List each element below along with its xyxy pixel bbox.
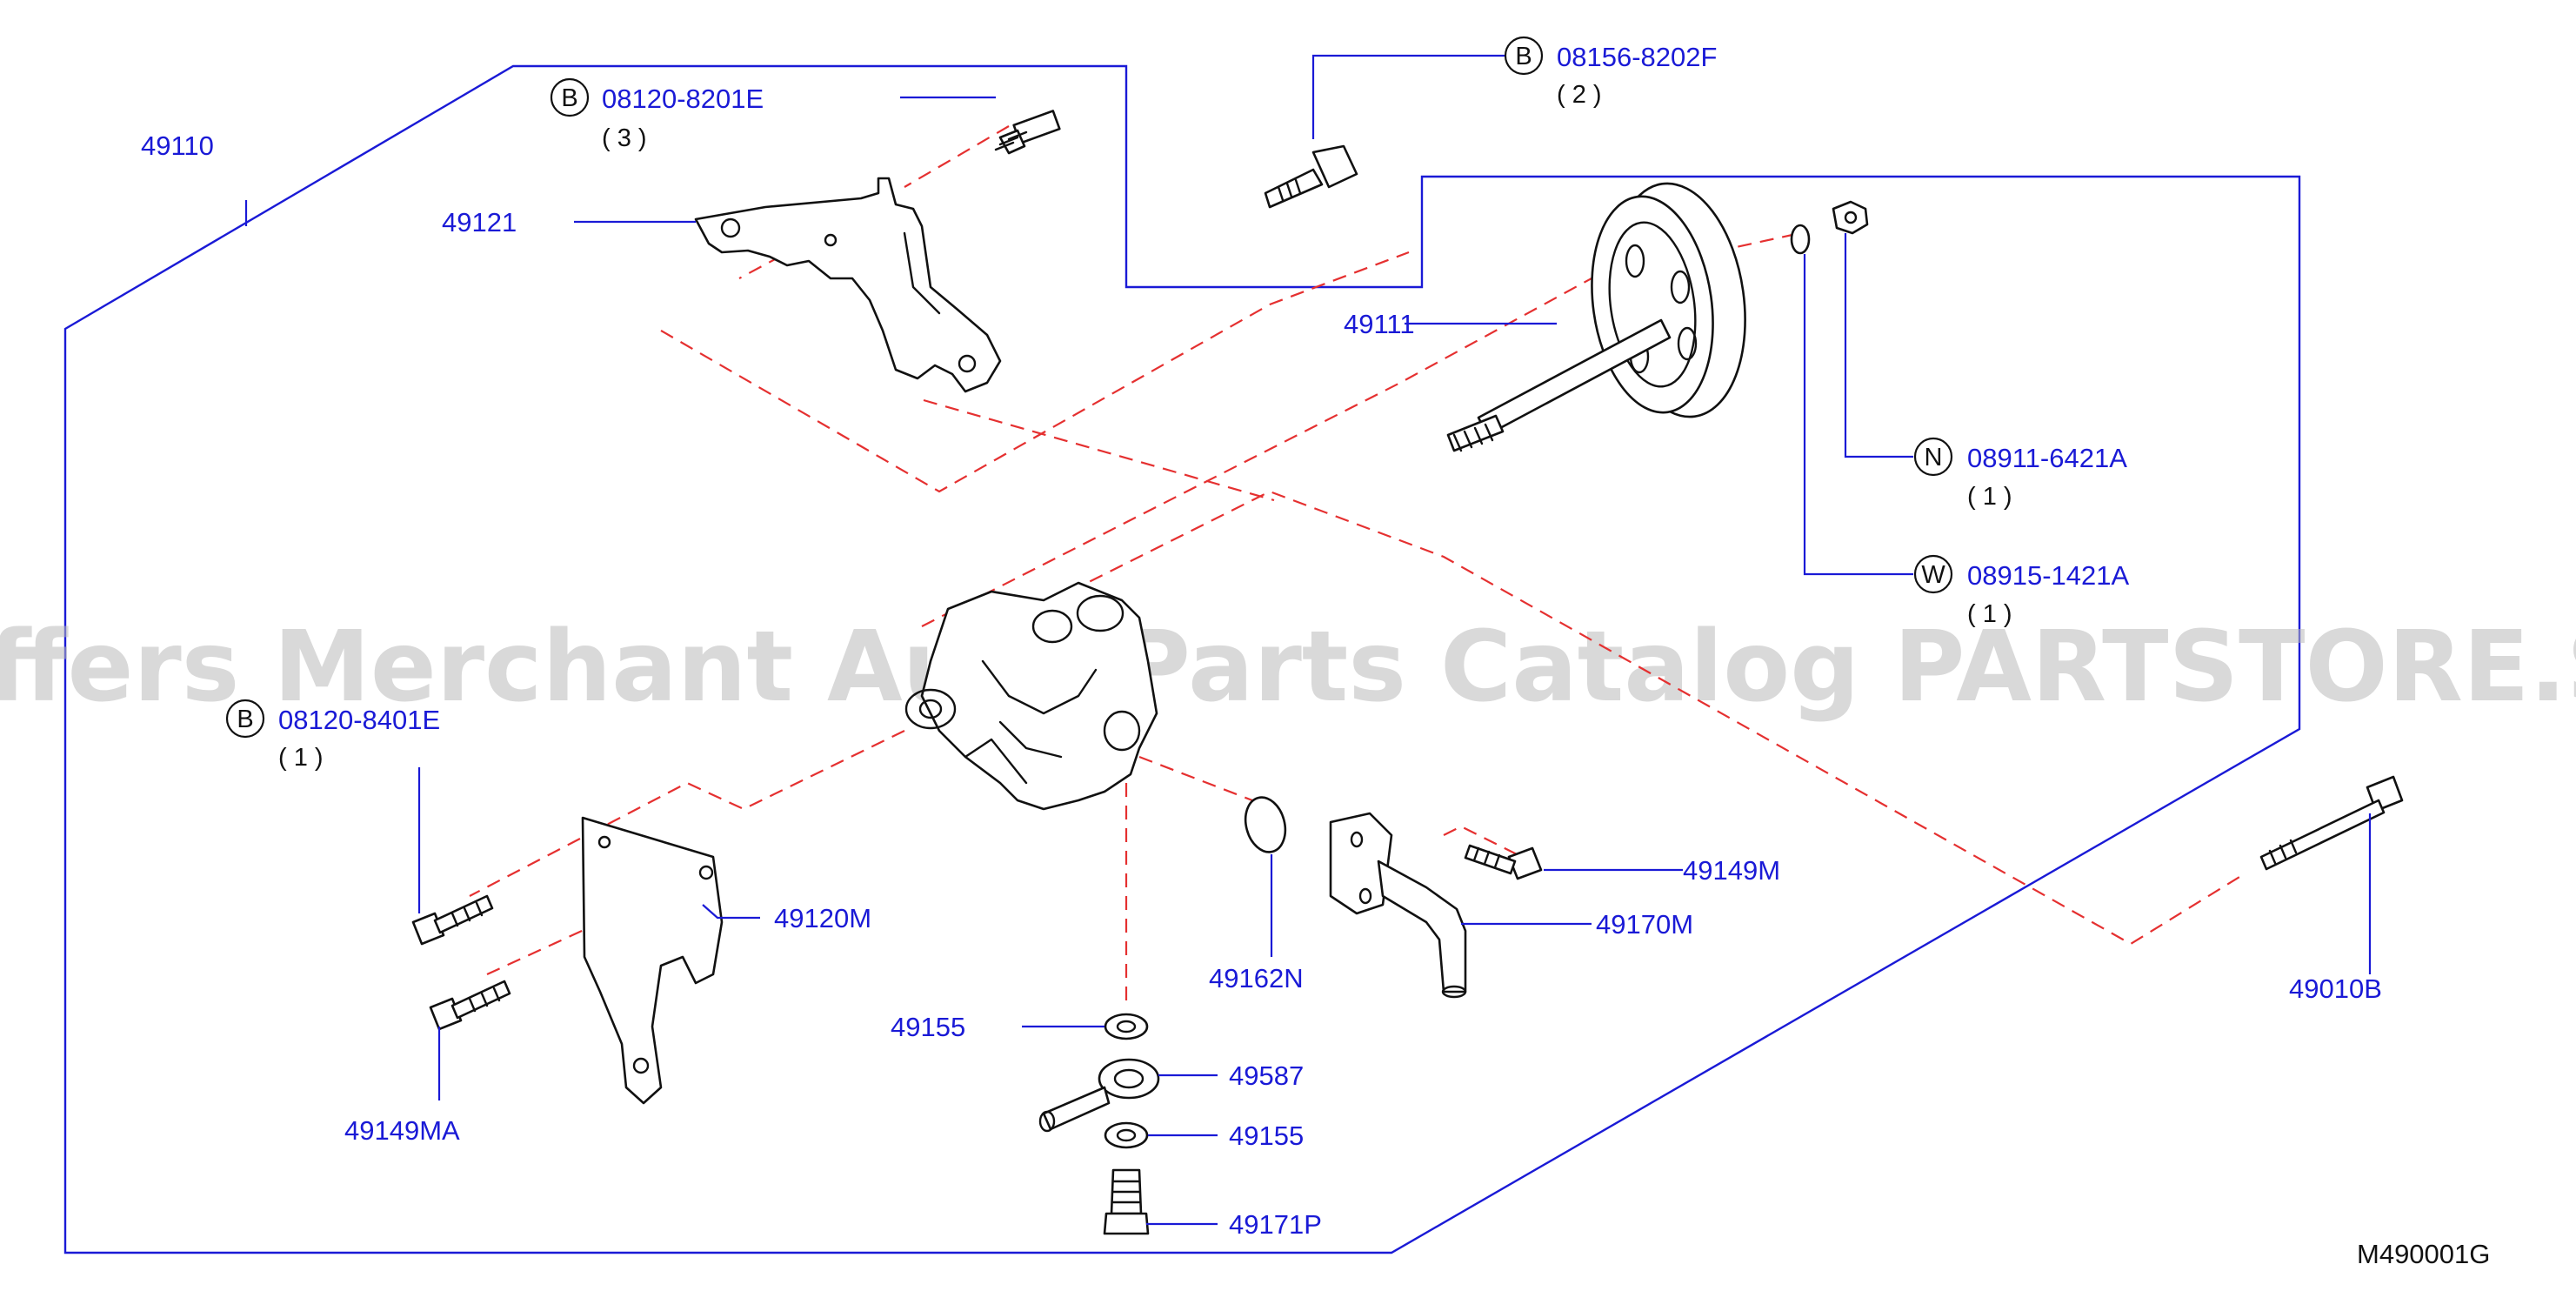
- figure-code: M490001G: [2357, 1239, 2490, 1269]
- bolt-08156-8202F: [1264, 144, 1358, 209]
- bolt-49149M: [1464, 844, 1543, 880]
- callout-quantity: ( 1 ): [278, 744, 324, 772]
- callout-part-number[interactable]: 08915-1421A: [1967, 560, 2129, 591]
- callout-quantity: ( 1 ): [1967, 483, 2012, 511]
- part-label-49171P[interactable]: 49171P: [1229, 1209, 1322, 1240]
- part-label-49155-upper[interactable]: 49155: [891, 1012, 965, 1042]
- part-label-49587[interactable]: 49587: [1229, 1060, 1304, 1091]
- union-fitting-49587: [1038, 1058, 1160, 1133]
- part-label-49010B[interactable]: 49010B: [2289, 973, 2382, 1004]
- bolt-08120-8201E: [994, 110, 1061, 155]
- callout-badge: [1504, 36, 1544, 76]
- callout-08120-8201E: B 08120-8201E ( 3 ): [550, 77, 764, 152]
- callout-badge-letter: B: [1515, 43, 1532, 70]
- washer-49155-upper: [1104, 1013, 1149, 1040]
- callout-badge-letter: N: [1925, 444, 1943, 472]
- lower-bracket-49120M: [581, 816, 724, 1105]
- callout-08915-1421A: W 08915-1421A ( 1 ): [1913, 554, 2129, 628]
- callout-quantity: ( 2 ): [1557, 81, 1602, 109]
- part-label-49149M[interactable]: 49149M: [1683, 855, 1780, 886]
- part-label-49149MA[interactable]: 49149MA: [344, 1115, 460, 1146]
- assembly-label-49110: 49110: [141, 130, 214, 161]
- callout-quantity: ( 3 ): [602, 124, 647, 152]
- part-label-49121[interactable]: 49121: [442, 207, 517, 237]
- bolt-49149MA: [429, 980, 511, 1031]
- suction-pipe-49170M: [1329, 812, 1467, 999]
- callout-part-number[interactable]: 08120-8201E: [602, 84, 764, 114]
- callout-badge-letter: B: [237, 706, 253, 733]
- washer-49155-lower: [1104, 1121, 1149, 1149]
- pulley-shaft-49111: [1446, 182, 1746, 452]
- upper-bracket-49121: [694, 177, 1002, 393]
- bolt-08120-8401E: [411, 894, 494, 946]
- callout-08156-8202F: B 08156-8202F ( 2 ): [1504, 36, 1717, 109]
- callout-badge: [225, 699, 265, 739]
- callout-badge-letter: B: [561, 84, 577, 112]
- callout-quantity: ( 1 ): [1967, 600, 2012, 628]
- callout-08120-8401E: B 08120-8401E ( 1 ): [225, 699, 440, 772]
- o-ring-49162N: [1244, 796, 1287, 853]
- callout-badge: [550, 77, 590, 117]
- leader-lines: [417, 54, 2372, 1226]
- long-bolt-49010B: [2259, 775, 2404, 871]
- callout-part-number[interactable]: 08156-8202F: [1557, 42, 1717, 72]
- assembly-frame: [63, 64, 2301, 1254]
- callout-badge: [1913, 437, 1953, 477]
- callout-badge-letter: W: [1921, 561, 1945, 589]
- union-bolt-49171P: [1103, 1168, 1150, 1235]
- part-label-49170M[interactable]: 49170M: [1596, 909, 1693, 940]
- part-label-49155-lower[interactable]: 49155: [1229, 1120, 1304, 1151]
- nut-washer-set: [1790, 200, 1869, 255]
- part-label-49120M[interactable]: 49120M: [774, 903, 871, 933]
- power-steering-pump: [904, 581, 1158, 811]
- watermark-text: Offers Merchant Auto Parts Catalog PARTS…: [0, 611, 2576, 724]
- part-label-49111[interactable]: 49111: [1344, 309, 1415, 339]
- callout-badge: [1913, 554, 1953, 594]
- callout-part-number[interactable]: 08911-6421A: [1967, 443, 2127, 473]
- part-label-49162N[interactable]: 49162N: [1209, 963, 1304, 993]
- callout-08911-6421A: N 08911-6421A ( 1 ): [1913, 437, 2127, 511]
- callout-part-number[interactable]: 08120-8401E: [278, 705, 440, 735]
